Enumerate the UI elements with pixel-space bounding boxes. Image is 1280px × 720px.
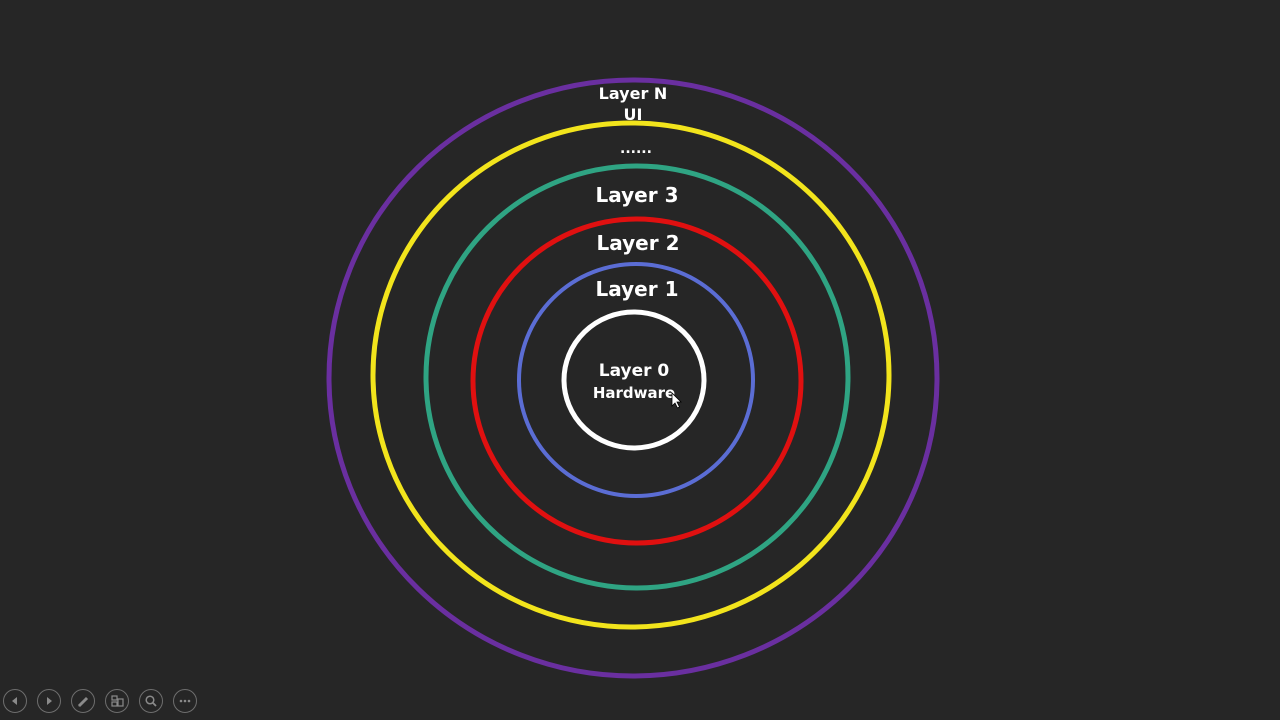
label-layer-3: Layer 3 xyxy=(596,183,679,207)
label-layer-1: Layer 1 xyxy=(596,277,679,301)
label-layer-2: Layer 2 xyxy=(597,231,680,255)
ring-layer-0 xyxy=(561,309,707,451)
ring-layer-1 xyxy=(517,262,755,498)
ring-layer-2 xyxy=(470,216,804,546)
more-options-button[interactable] xyxy=(173,689,197,713)
previous-slide-icon xyxy=(12,697,17,705)
label-layer-0: Layer 0 xyxy=(599,361,670,381)
ring-layer-3 xyxy=(423,163,851,591)
label-layer-n: Layer N xyxy=(599,84,668,103)
mouse-cursor-icon xyxy=(671,392,682,409)
ring-layer-n xyxy=(326,77,940,679)
see-all-slides-button[interactable] xyxy=(105,689,129,713)
see-all-slides-icon xyxy=(111,695,124,707)
pen-button[interactable] xyxy=(71,689,95,713)
label-ui: UI xyxy=(624,105,643,124)
label-ellipsis: ...... xyxy=(620,141,652,157)
zoom-icon xyxy=(145,695,157,707)
zoom-button[interactable] xyxy=(139,689,163,713)
next-slide-icon xyxy=(47,697,52,705)
label-hardware: Hardware xyxy=(593,384,675,402)
previous-slide-button[interactable] xyxy=(3,689,27,713)
slideshow-toolbar xyxy=(3,689,197,713)
next-slide-button[interactable] xyxy=(37,689,61,713)
pen-icon xyxy=(77,696,89,708)
ring-ellipsis-layer xyxy=(370,120,892,630)
more-options-icon xyxy=(179,699,191,703)
